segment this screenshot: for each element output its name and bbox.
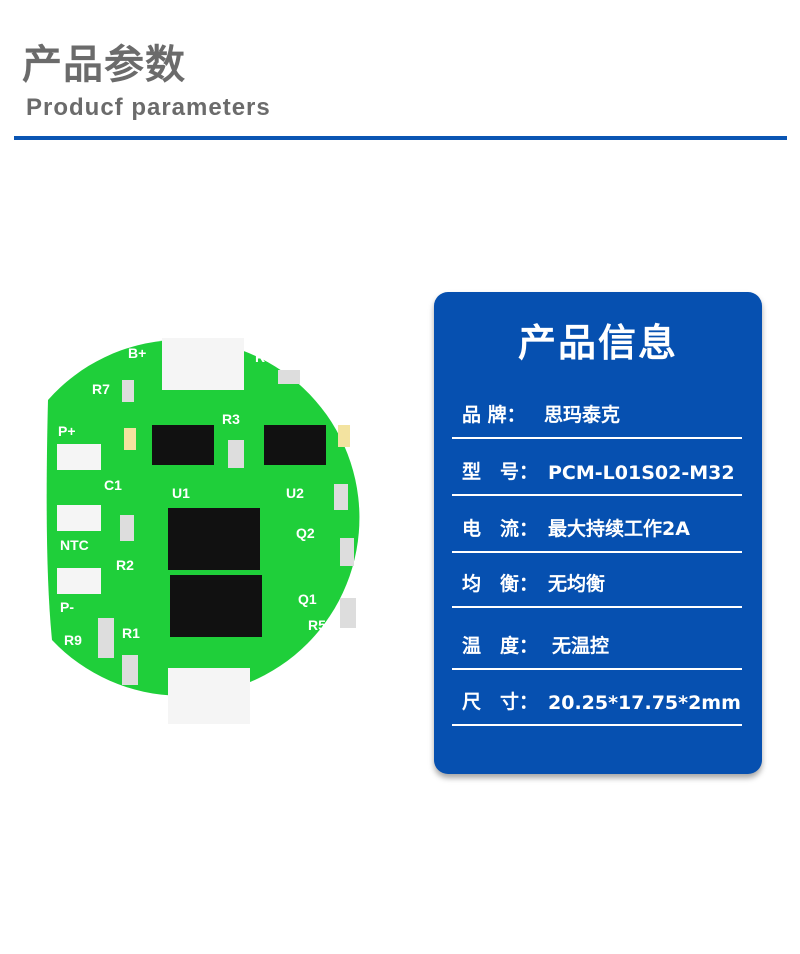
- pad-p-plus: [57, 444, 101, 470]
- pad-b-plus: [162, 338, 244, 390]
- row-value: 最大持续工作2A: [548, 518, 690, 540]
- board-label: NTC: [60, 537, 89, 553]
- info-row-temperature: 温 度： 无温控: [452, 612, 742, 670]
- board-label: Q2: [296, 525, 315, 541]
- row-label: 温 度：: [462, 635, 539, 657]
- info-row-size: 尺 寸： 20.25*17.75*2mm: [452, 668, 742, 726]
- page-title: 产品参数: [22, 42, 186, 88]
- board-label: R3: [222, 411, 240, 427]
- board-label: C2: [320, 392, 338, 408]
- row-value: 无均衡: [548, 573, 606, 595]
- row-value: 20.25*17.75*2mm: [548, 692, 741, 714]
- board-label: R5: [308, 617, 326, 633]
- info-row-current: 电 流： 最大持续工作2A: [452, 495, 742, 553]
- board-label: Q1: [298, 591, 317, 607]
- chip-u2: [264, 425, 326, 465]
- mosfet-q1: [170, 575, 262, 637]
- board-label: R8: [255, 349, 273, 365]
- board-label: R7: [92, 381, 110, 397]
- row-label: 品 牌：: [462, 404, 526, 426]
- board-label: P-: [60, 599, 74, 615]
- page-subtitle: Producf parameters: [26, 94, 271, 121]
- board-label: R1: [122, 625, 140, 641]
- row-label: 电 流：: [462, 518, 539, 540]
- row-value: 思玛泰克: [544, 404, 621, 426]
- divider: [14, 136, 787, 140]
- board-label: U1: [172, 485, 190, 501]
- board-label: B-: [256, 687, 271, 703]
- board-label: B+: [128, 345, 146, 361]
- board-label: C1: [104, 477, 122, 493]
- info-row-brand: 品 牌： 思玛泰克: [452, 381, 742, 439]
- pad-b-minus: [168, 668, 250, 724]
- board-label: R2: [116, 557, 134, 573]
- board-label: R6: [362, 553, 380, 569]
- pad-ntc: [57, 505, 101, 531]
- pcb-product-image: B+ R8 R7 C2 P+ R3 U1 U2 C1 R4 NTC Q2 R2 …: [46, 338, 380, 724]
- row-value: PCM-L01S02-M32: [548, 462, 735, 484]
- card-title: 产品信息: [517, 321, 678, 365]
- row-label: 尺 寸：: [462, 691, 539, 713]
- pad-p-minus: [57, 568, 101, 594]
- chip-u1: [152, 425, 214, 465]
- board-label: R9: [64, 632, 82, 648]
- info-row-balance: 均 衡： 无均衡: [452, 550, 742, 608]
- mosfet-q2: [168, 508, 260, 570]
- info-row-model: 型 号： PCM-L01S02-M32: [452, 438, 742, 496]
- row-label: 均 衡：: [462, 573, 539, 595]
- board-label: U2: [286, 485, 304, 501]
- board-label: R4: [362, 493, 380, 509]
- product-info-card: 产品信息 品 牌： 思玛泰克 型 号： PCM-L01S02-M32 电 流： 最大持…: [434, 292, 762, 774]
- row-value: 无温控: [552, 635, 610, 657]
- row-label: 型 号：: [462, 461, 539, 483]
- board-label: P+: [58, 423, 76, 439]
